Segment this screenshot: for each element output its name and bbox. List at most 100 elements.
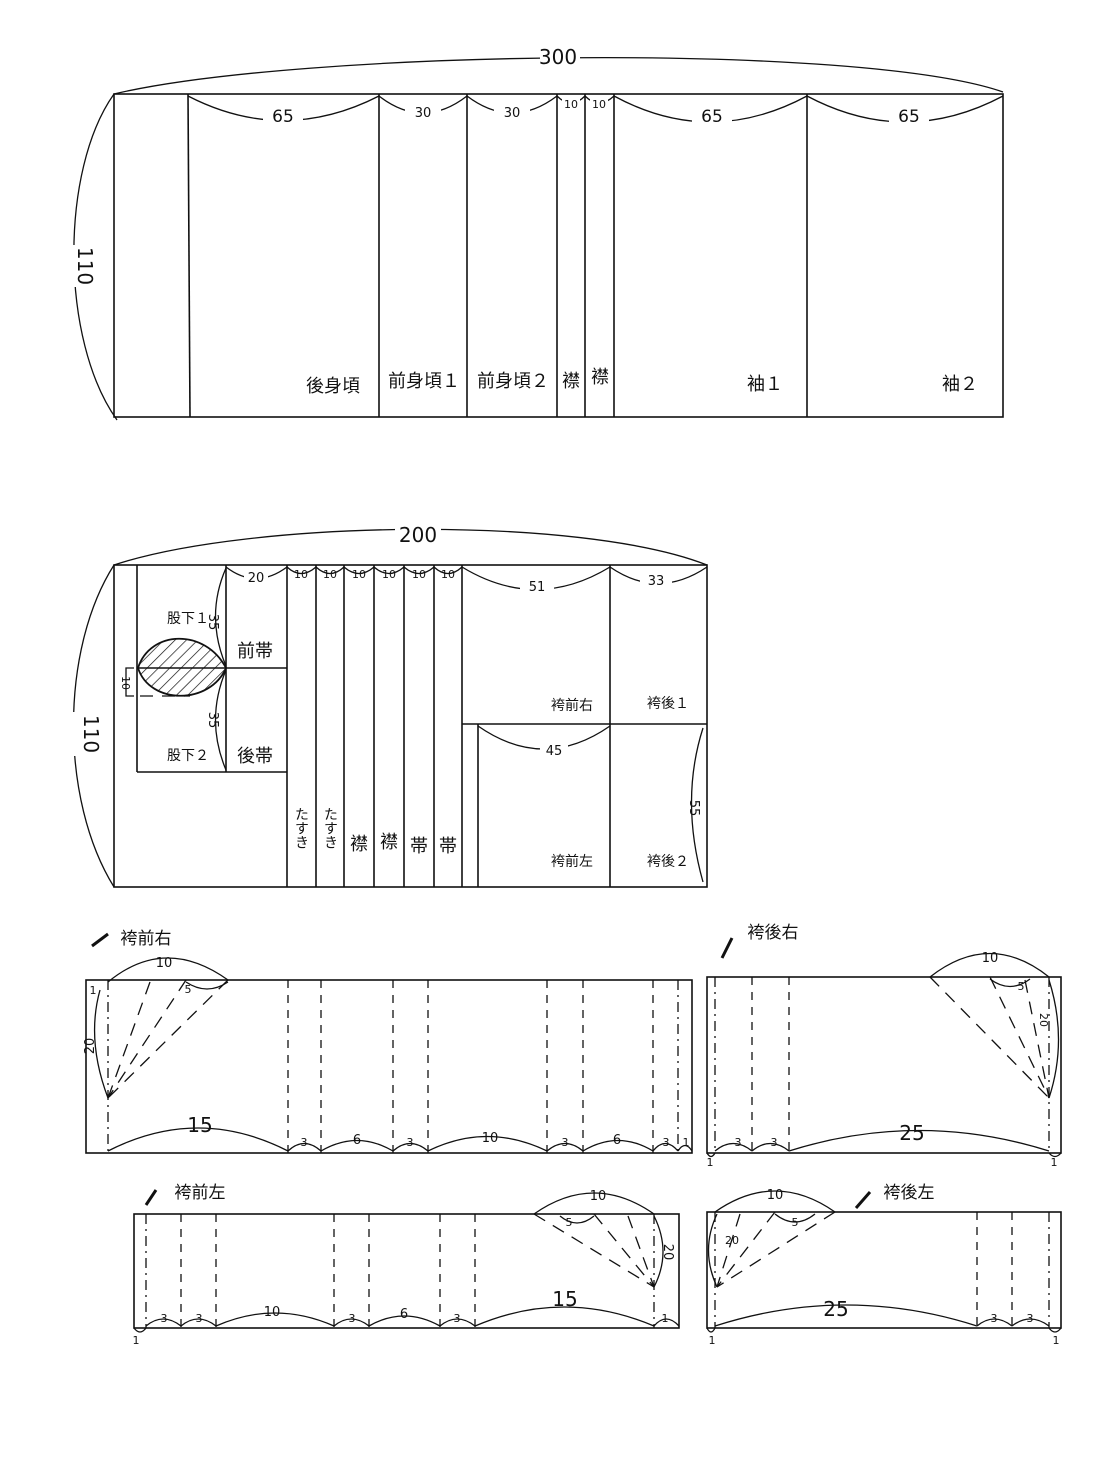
width-label: 65 bbox=[272, 107, 294, 127]
height-label: 110 bbox=[79, 715, 103, 753]
collar-strip-label: 襟 bbox=[350, 834, 368, 855]
panel-title: 袴前左 bbox=[175, 1183, 226, 1203]
bottom-dim: 3 bbox=[301, 1136, 308, 1149]
piece-dividers bbox=[136, 565, 707, 887]
panel-hakama-back-right: 袴後右 10 5 20 1 3 3 25 1 bbox=[706, 923, 1062, 1169]
width-label: 10 bbox=[294, 568, 308, 581]
panel-hakama-back-left: 袴後左 10 5 20 1 25 3 3 1 bbox=[706, 1183, 1062, 1347]
bottom-dim-arcs bbox=[107, 1127, 693, 1152]
crotch-label-2: 股下２ bbox=[167, 748, 209, 764]
crotch-dim-label: 35 bbox=[205, 614, 220, 631]
bottom-dim: 15 bbox=[187, 1113, 212, 1137]
width-label: 10 bbox=[323, 568, 337, 581]
crotch-dim-label: 35 bbox=[205, 712, 220, 729]
edge-dim: 1 bbox=[90, 984, 97, 997]
height-dim-label: 55 bbox=[686, 800, 701, 817]
small-dim-label: 10 bbox=[119, 676, 132, 690]
width-label: 65 bbox=[701, 107, 723, 127]
width-label: 20 bbox=[248, 571, 265, 586]
width-label: 10 bbox=[564, 98, 578, 111]
width-label: 45 bbox=[546, 744, 563, 759]
belt-strip-label: 帯 bbox=[439, 836, 457, 857]
panel-outline bbox=[133, 1213, 680, 1329]
width-label: 10 bbox=[412, 568, 426, 581]
fabric-outline bbox=[113, 93, 1004, 418]
bottom-dim: 1 bbox=[1051, 1156, 1058, 1169]
crotch-label-1: 股下１ bbox=[167, 611, 209, 627]
bottom-dim: 3 bbox=[991, 1312, 998, 1325]
bottom-dim-arcs bbox=[133, 1306, 680, 1333]
width-label: 10 bbox=[441, 568, 455, 581]
panel-title: 袴後左 bbox=[884, 1183, 935, 1203]
bottom-dim: 10 bbox=[482, 1131, 499, 1146]
piece-label-front-body-1: 前身頃１ bbox=[388, 371, 460, 392]
panel-hakama-front-right: 袴前右 10 5 1 20 15 3 bbox=[83, 929, 693, 1154]
width-label: 10 bbox=[352, 568, 366, 581]
bottom-dim: 1 bbox=[662, 1312, 669, 1325]
width-label: 65 bbox=[898, 107, 920, 127]
bottom-dim: 3 bbox=[771, 1136, 778, 1149]
layout-300x110: 300 110 65 30 bbox=[66, 45, 1004, 421]
panel-outline bbox=[85, 979, 693, 1154]
total-width-label: 200 bbox=[399, 523, 437, 547]
top-long-dim: 10 bbox=[767, 1188, 784, 1203]
bottom-dim: 1 bbox=[707, 1156, 714, 1169]
top-long-dim: 10 bbox=[156, 956, 173, 971]
bottom-dim: 6 bbox=[613, 1133, 621, 1148]
back-belt-label: 後帯 bbox=[237, 746, 273, 767]
bottom-dim: 1 bbox=[133, 1334, 140, 1347]
panel-title: 袴後右 bbox=[748, 923, 799, 943]
fabric-outline bbox=[113, 564, 708, 888]
height-label: 110 bbox=[73, 247, 97, 285]
belt-strip-label: 帯 bbox=[410, 836, 428, 857]
bottom-dim: 1 bbox=[709, 1334, 716, 1347]
bottom-dim-arcs bbox=[706, 1304, 1062, 1333]
bottom-dim: 3 bbox=[663, 1136, 670, 1149]
bottom-dim: 3 bbox=[407, 1136, 414, 1149]
bottom-dim: 10 bbox=[264, 1305, 281, 1320]
bottom-dim: 3 bbox=[735, 1136, 742, 1149]
bottom-dim: 3 bbox=[454, 1312, 461, 1325]
bottom-dim: 1 bbox=[683, 1136, 690, 1149]
piece-dividers bbox=[187, 93, 808, 418]
front-belt-label: 前帯 bbox=[237, 641, 273, 662]
collar-strip-label: 襟 bbox=[380, 832, 398, 853]
bottom-dim: 3 bbox=[1027, 1312, 1034, 1325]
piece-label-back-body: 後身頃 bbox=[306, 376, 360, 397]
top-long-dim: 10 bbox=[982, 951, 999, 966]
width-label: 30 bbox=[504, 106, 521, 121]
bottom-dim: 3 bbox=[196, 1312, 203, 1325]
side-dim: 20 bbox=[660, 1244, 675, 1261]
total-width-label: 300 bbox=[539, 45, 577, 69]
side-dim: 20 bbox=[83, 1038, 98, 1055]
width-label: 33 bbox=[648, 574, 665, 589]
bottom-dim: 3 bbox=[349, 1312, 356, 1325]
bottom-dim: 3 bbox=[161, 1312, 168, 1325]
piece-label-sleeve-2: 袖２ bbox=[942, 374, 978, 395]
tasuki-strip-label: たすき bbox=[293, 807, 309, 849]
top-short-dim: 5 bbox=[566, 1216, 573, 1229]
hakama-back-2-label: 袴後２ bbox=[647, 854, 689, 870]
piece-label-collar: 襟 bbox=[562, 371, 580, 392]
piece-label-sleeve-1: 袖１ bbox=[747, 374, 783, 395]
width-label: 10 bbox=[382, 568, 396, 581]
bottom-dim: 3 bbox=[562, 1136, 569, 1149]
panel-title: 袴前右 bbox=[121, 929, 172, 949]
bottom-dim-arcs bbox=[706, 1129, 1062, 1158]
bottom-dim: 1 bbox=[1053, 1334, 1060, 1347]
top-long-dim: 10 bbox=[590, 1189, 607, 1204]
width-label: 30 bbox=[415, 106, 432, 121]
bottom-dim: 15 bbox=[552, 1287, 577, 1311]
layout-200x110: 200 110 bbox=[72, 523, 708, 888]
bottom-dim: 6 bbox=[353, 1133, 361, 1148]
width-label: 10 bbox=[592, 98, 606, 111]
tasuki-strip-label: たすき bbox=[322, 807, 338, 849]
hakama-front-right-label: 袴前右 bbox=[551, 697, 593, 714]
top-short-dim: 5 bbox=[185, 983, 192, 996]
bottom-dim: 6 bbox=[400, 1307, 408, 1322]
side-dim: 20 bbox=[1037, 1013, 1050, 1027]
side-dim: 20 bbox=[725, 1234, 739, 1247]
panel-outline bbox=[706, 1211, 1062, 1329]
piece-label-front-body-2: 前身頃２ bbox=[477, 371, 549, 392]
